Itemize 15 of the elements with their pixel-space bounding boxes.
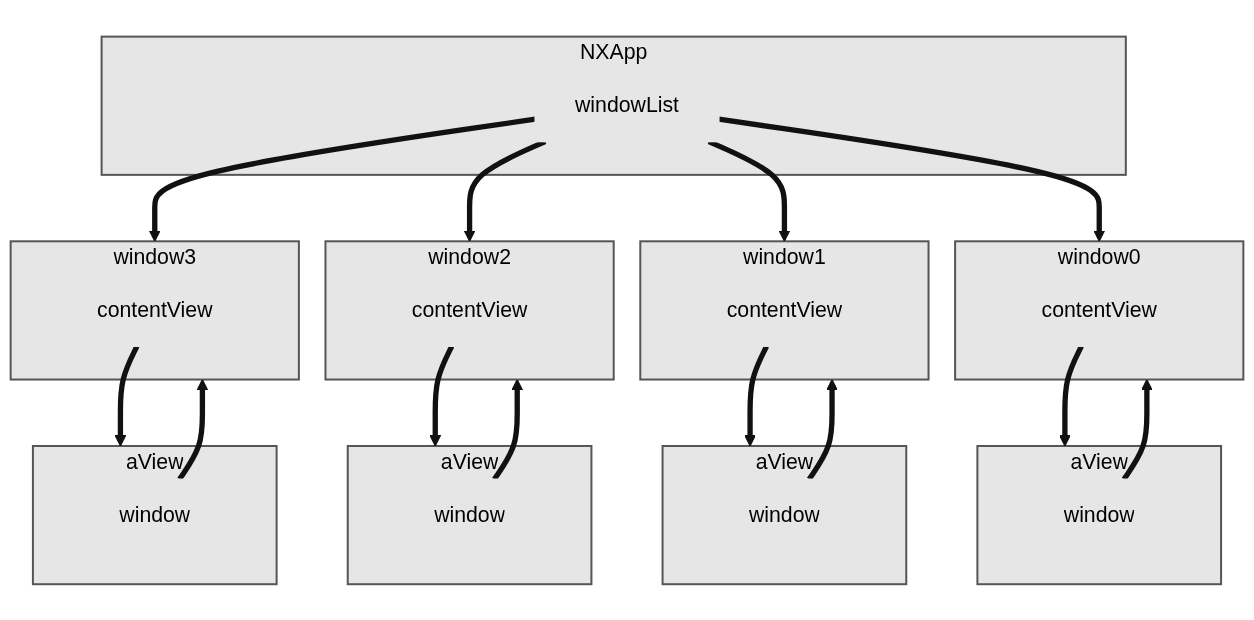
node-text: window bbox=[119, 502, 191, 526]
node-text: window bbox=[1063, 502, 1135, 526]
arrow bbox=[1059, 344, 1084, 447]
node-text: contentView bbox=[411, 298, 528, 321]
arrow bbox=[718, 116, 1106, 242]
node-text: window bbox=[748, 502, 820, 526]
arrow bbox=[429, 344, 455, 447]
node-text: contentView bbox=[97, 298, 213, 321]
node-text: contentView bbox=[1041, 298, 1157, 321]
arrow bbox=[148, 116, 536, 242]
node-text: windowList bbox=[574, 93, 680, 116]
node-text: contentView bbox=[726, 298, 843, 321]
arrow bbox=[114, 344, 140, 447]
arrow bbox=[744, 344, 769, 447]
node-text: window bbox=[434, 502, 506, 526]
